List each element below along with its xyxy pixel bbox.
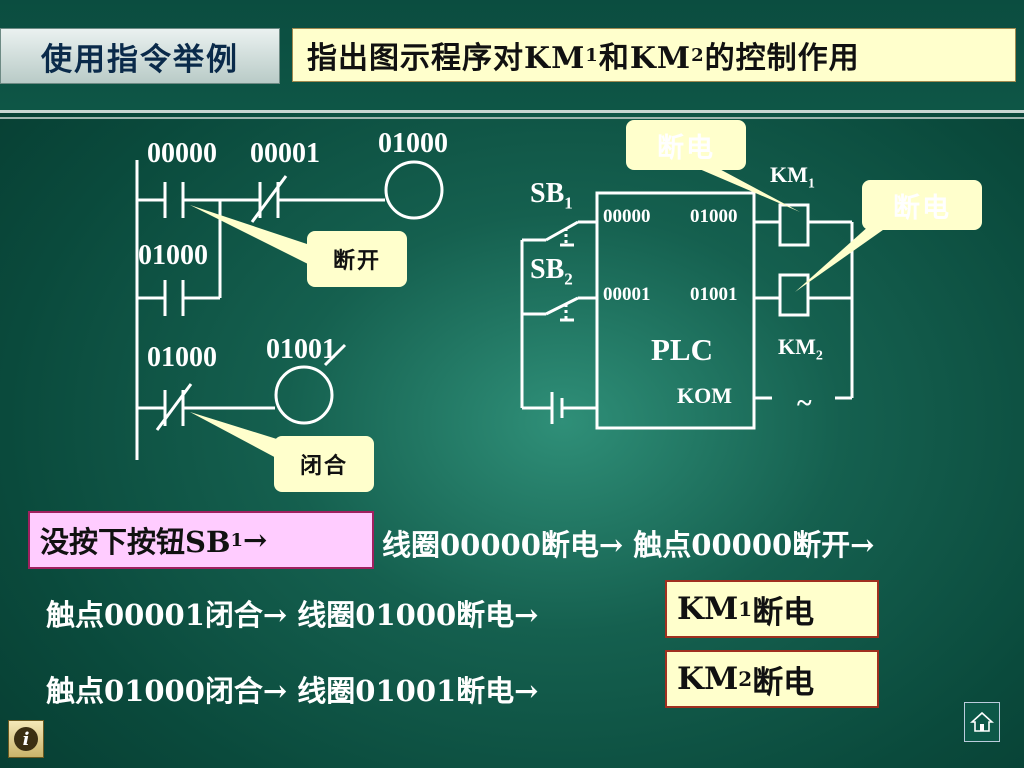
coil-01001-slash [323,343,347,367]
sb2-switch [545,296,579,316]
label-in-00000: 00000 [603,206,651,227]
label-in-00001: 00001 [603,284,651,305]
label-sb2: SB2 [530,254,573,290]
sb2-text: SB [530,254,565,285]
sb1-sub: 1 [564,193,573,213]
result1-prefix: KM [677,591,739,627]
label-kom: KOM [677,383,732,408]
result2-prefix: KM [677,661,739,697]
relay-km1 [778,203,810,247]
label-contact-01000-nc: 01000 [147,342,217,373]
subtitle-sub1: 1 [585,44,599,66]
subtitle-suffix: 的控制作用 [704,41,860,76]
km1-text: KM [770,162,808,187]
box-arrow: → [243,523,268,557]
explanation-line-2: 触点00001闭合→ 线圈01000断电→ [46,598,539,632]
result2-suffix: 断电 [752,664,815,701]
label-sb1: SB1 [530,178,573,214]
result1-sub: 1 [738,597,753,621]
box-prefix: 没按下按钮SB [40,525,231,559]
page-title: 使用指令举例 [0,28,280,84]
callout-off-top: 断电 [626,120,746,170]
contact-01000-nc-slash [155,383,193,431]
label-contact-00001: 00001 [250,138,320,169]
coil-01001 [274,365,334,425]
label-plc: PLC [651,332,713,367]
plc-box [595,191,756,430]
explanation-line-3: 触点01000闭合→ 线圈01001断电→ [46,674,539,708]
result2-sub: 2 [738,667,753,691]
sb2-sub: 2 [564,269,573,289]
label-ac-source: ~ [797,388,812,419]
callout-open: 断开 [307,231,407,287]
label-contact-01000-seal: 01000 [138,240,208,271]
callout-right-pointer [795,225,890,292]
callout-closed: 闭合 [274,436,374,492]
subtitle-sub2: 2 [691,44,705,66]
explanation-line-1: 线圈00000断电→ 触点00000断开→ [382,528,875,562]
box-sub: 1 [230,529,243,551]
km1-sub: 1 [807,176,815,192]
label-km2: KM2 [778,334,823,364]
contact-00001-slash [250,175,288,223]
label-km1: KM1 [770,162,815,192]
result1-suffix: 断电 [752,594,815,631]
sb1-switch [545,220,579,242]
relay-km2 [778,273,810,317]
callout-closed-pointer [190,412,280,460]
callout-top-pointer [690,165,800,212]
info-icon[interactable]: i [8,720,44,758]
header-divider-thin [0,117,1024,119]
callout-open-pointer [190,205,310,265]
label-out-01001: 01001 [690,284,738,305]
home-icon[interactable] [964,702,1000,742]
km2-sub: 2 [815,348,823,364]
label-contact-00000: 00000 [147,138,217,169]
subtitle-prefix: 指出图示程序对KM [307,41,586,76]
km2-text: KM [778,334,816,359]
label-out-01000: 01000 [690,206,738,227]
coil-01000 [384,160,444,220]
callout-off-right: 断电 [862,180,982,230]
header-divider [0,110,1024,113]
label-coil-01000: 01000 [378,128,448,159]
sb1-text: SB [530,178,565,209]
subtitle-mid: 和KM [598,41,692,76]
label-coil-01001: 01001 [266,334,336,365]
